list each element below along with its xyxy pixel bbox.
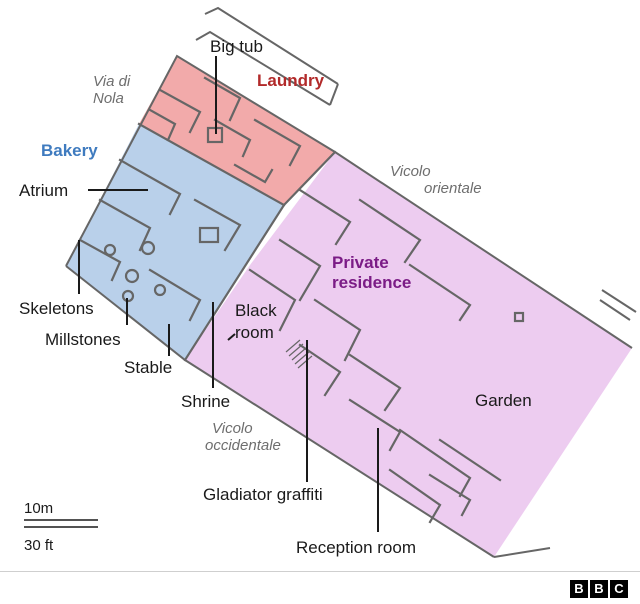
- street-vicolo-orientale-line2: orientale: [424, 180, 482, 198]
- laundry-zone: [139, 56, 335, 205]
- label-stable: Stable: [124, 358, 173, 377]
- leader-lines: [78, 56, 379, 532]
- label-garden: Garden: [475, 391, 532, 410]
- label-millstones: Millstones: [45, 330, 121, 349]
- private-residence-label: Private residence: [332, 253, 411, 294]
- street-vicolo-occidentale-line1: Vicolo: [212, 420, 253, 437]
- bakery-label: Bakery: [41, 141, 98, 160]
- label-black-room-line2: room: [235, 323, 274, 343]
- street-via-di-nola-line2: Nola: [93, 90, 124, 108]
- scale-metric-label: 10m: [24, 500, 54, 517]
- interior-walls: [78, 76, 525, 524]
- label-black-room: Black room: [235, 300, 277, 344]
- street-vicolo-orientale: Vicolo orientale: [390, 163, 482, 198]
- laundry-label: Laundry: [257, 71, 325, 90]
- footer-divider: [0, 571, 640, 572]
- street-vicolo-occidentale-line2: occidentale: [205, 437, 281, 455]
- street-via-di-nola-line1: Via di: [93, 73, 131, 90]
- label-skeletons: Skeletons: [19, 299, 94, 318]
- private-residence-zone: [185, 152, 632, 557]
- label-black-room-line1: Black: [235, 301, 277, 320]
- street-via-di-nola: Via di Nola: [93, 73, 130, 108]
- scale-imperial-label: 30 ft: [24, 537, 54, 554]
- bbc-logo: B B C: [570, 580, 628, 598]
- bakery-zone: [66, 124, 284, 360]
- bbc-logo-letter: B: [570, 580, 588, 598]
- street-vicolo-orientale-line1: Vicolo: [390, 163, 431, 180]
- label-shrine: Shrine: [181, 392, 231, 411]
- scale-bar: [24, 519, 98, 528]
- bbc-logo-letter: C: [610, 580, 628, 598]
- leader-black-room: [227, 333, 236, 341]
- bbc-logo-letter: B: [590, 580, 608, 598]
- label-big-tub: Big tub: [210, 37, 263, 56]
- label-atrium: Atrium: [19, 181, 69, 200]
- street-vicolo-occidentale: Vicolo occidentale: [205, 420, 281, 455]
- private-residence-label-line1: Private: [332, 253, 389, 272]
- private-residence-label-line2: residence: [332, 273, 412, 293]
- label-gladiator-graffiti: Gladiator graffiti: [203, 485, 323, 504]
- label-reception-room: Reception room: [296, 538, 417, 557]
- stairway: [285, 339, 313, 369]
